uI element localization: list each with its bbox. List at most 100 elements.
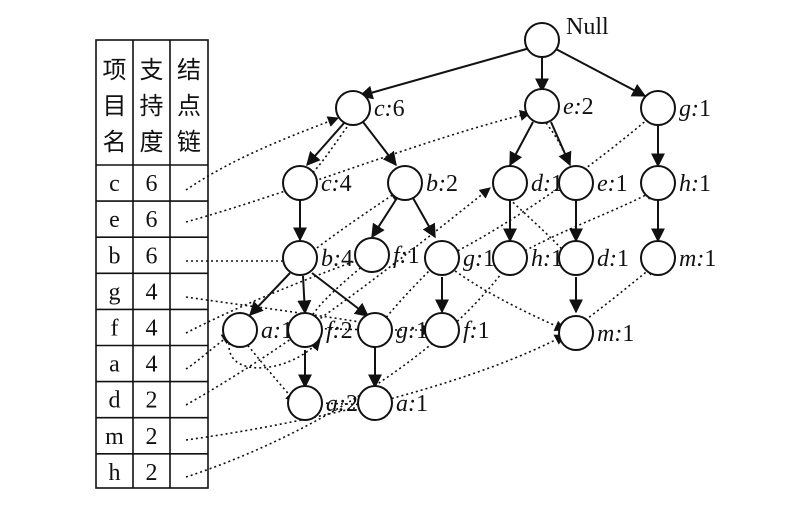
- link-f-head: [185, 250, 382, 334]
- header-col-3-char: 链: [177, 128, 201, 156]
- node-circle: [424, 240, 460, 276]
- node-circle: [282, 240, 318, 276]
- table-item-cell: h: [109, 460, 121, 486]
- tree-node-g: g:1: [424, 240, 495, 276]
- tree-node-f: f:2: [287, 312, 353, 348]
- tree-node-e: e:2: [524, 88, 594, 124]
- node-circle: [640, 165, 676, 201]
- node-circle: [287, 385, 323, 421]
- header-col-1-char: 项: [103, 56, 127, 84]
- table-item-cell: f: [111, 315, 119, 341]
- tree-edges: [249, 47, 665, 389]
- link-c-head: [185, 116, 340, 191]
- node-circle: [424, 312, 460, 348]
- node-circle: [640, 240, 676, 276]
- link-h-head: [185, 261, 511, 478]
- tree-node-f: f:1: [424, 312, 490, 348]
- tree-node-e: e:1: [558, 165, 628, 201]
- node-label: c:4: [321, 171, 352, 197]
- node-circle: [558, 315, 594, 351]
- link-m-head: [185, 334, 566, 441]
- tree-node-g: g:1: [640, 90, 711, 126]
- table-support-cell: 2: [146, 460, 158, 486]
- node-circle: [357, 312, 393, 348]
- link-g-next: [379, 261, 439, 326]
- table-item-cell: g: [109, 279, 121, 305]
- node-label: e:1: [597, 171, 628, 197]
- node-label: g:1: [679, 96, 711, 122]
- node-label: f:1: [463, 318, 490, 344]
- tree-node-c: c:6: [335, 90, 405, 126]
- node-circle: [524, 88, 560, 124]
- node-label: e:2: [563, 94, 594, 120]
- tree-node-d: d:1: [492, 165, 563, 201]
- header-col-1-char: 目: [103, 92, 127, 120]
- node-circle: [387, 165, 423, 201]
- header-col-2-char: 支: [140, 56, 164, 84]
- table-support-cell: 4: [146, 315, 158, 341]
- node-label: g:1: [463, 246, 495, 272]
- table-item-cell: c: [109, 171, 120, 197]
- node-circle: [492, 165, 528, 201]
- node-label: f:1: [393, 243, 420, 269]
- tree-node-g: g:1: [357, 312, 428, 348]
- table-item-cell: m: [105, 424, 124, 450]
- table-item-cell: e: [109, 207, 120, 233]
- table-support-cell: 6: [146, 207, 158, 233]
- tree-node-c: c:4: [282, 165, 352, 201]
- node-label: g:1: [396, 318, 428, 344]
- table-item-cell: d: [109, 388, 121, 414]
- table-support-cell: 6: [146, 243, 158, 269]
- node-label: c:6: [374, 96, 405, 122]
- node-circle: [282, 165, 318, 201]
- table-support-cell: 2: [146, 388, 158, 414]
- root-node: Null: [524, 14, 609, 58]
- node-circle: [558, 165, 594, 201]
- node-circle: [357, 385, 393, 421]
- node-circle: [640, 90, 676, 126]
- link-g-head: [185, 296, 380, 329]
- table-support-cell: 6: [146, 171, 158, 197]
- tree-node-a: a:2: [287, 385, 358, 421]
- header-col-3-char: 结: [177, 56, 201, 84]
- tree-node-b: b:2: [387, 165, 458, 201]
- table-support-cell: 2: [146, 424, 158, 450]
- tree-node-a: a:1: [357, 385, 428, 421]
- node-circle: [222, 312, 258, 348]
- node-label: m:1: [679, 246, 716, 272]
- table-item-cell: a: [109, 352, 120, 378]
- link-e-head: [185, 109, 532, 223]
- tree-node-d: d:1: [558, 240, 629, 276]
- link-b-next: [304, 189, 401, 258]
- node-circle: [492, 240, 528, 276]
- node-label: d:1: [597, 246, 629, 272]
- table-support-cell: 4: [146, 279, 158, 305]
- header-col-2-char: 持: [140, 92, 164, 120]
- header-col-3-char: 点: [177, 92, 201, 120]
- node-circle: [354, 237, 390, 273]
- table-support-cell: 4: [146, 352, 158, 378]
- tree-node-f: f:1: [354, 237, 420, 273]
- node-circle: [558, 240, 594, 276]
- tree-node-h: h:1: [492, 240, 563, 276]
- node-label: a:2: [326, 391, 358, 417]
- node-label: b:4: [321, 246, 353, 272]
- node-label: m:1: [597, 321, 634, 347]
- table-item-cell: b: [109, 243, 121, 269]
- link-g-next2: [439, 112, 656, 261]
- root-label: Null: [566, 14, 609, 40]
- link-a-loop: [228, 337, 321, 369]
- tree-node-h: h:1: [640, 165, 711, 201]
- header-col-1-char: 名: [103, 128, 127, 156]
- node-label: f:2: [326, 318, 353, 344]
- tree-node-m: m:1: [558, 315, 634, 351]
- tree-node-m: m:1: [640, 240, 716, 276]
- node-circle: [335, 90, 371, 126]
- node-circle: [287, 312, 323, 348]
- tree-node-a: a:1: [222, 312, 293, 348]
